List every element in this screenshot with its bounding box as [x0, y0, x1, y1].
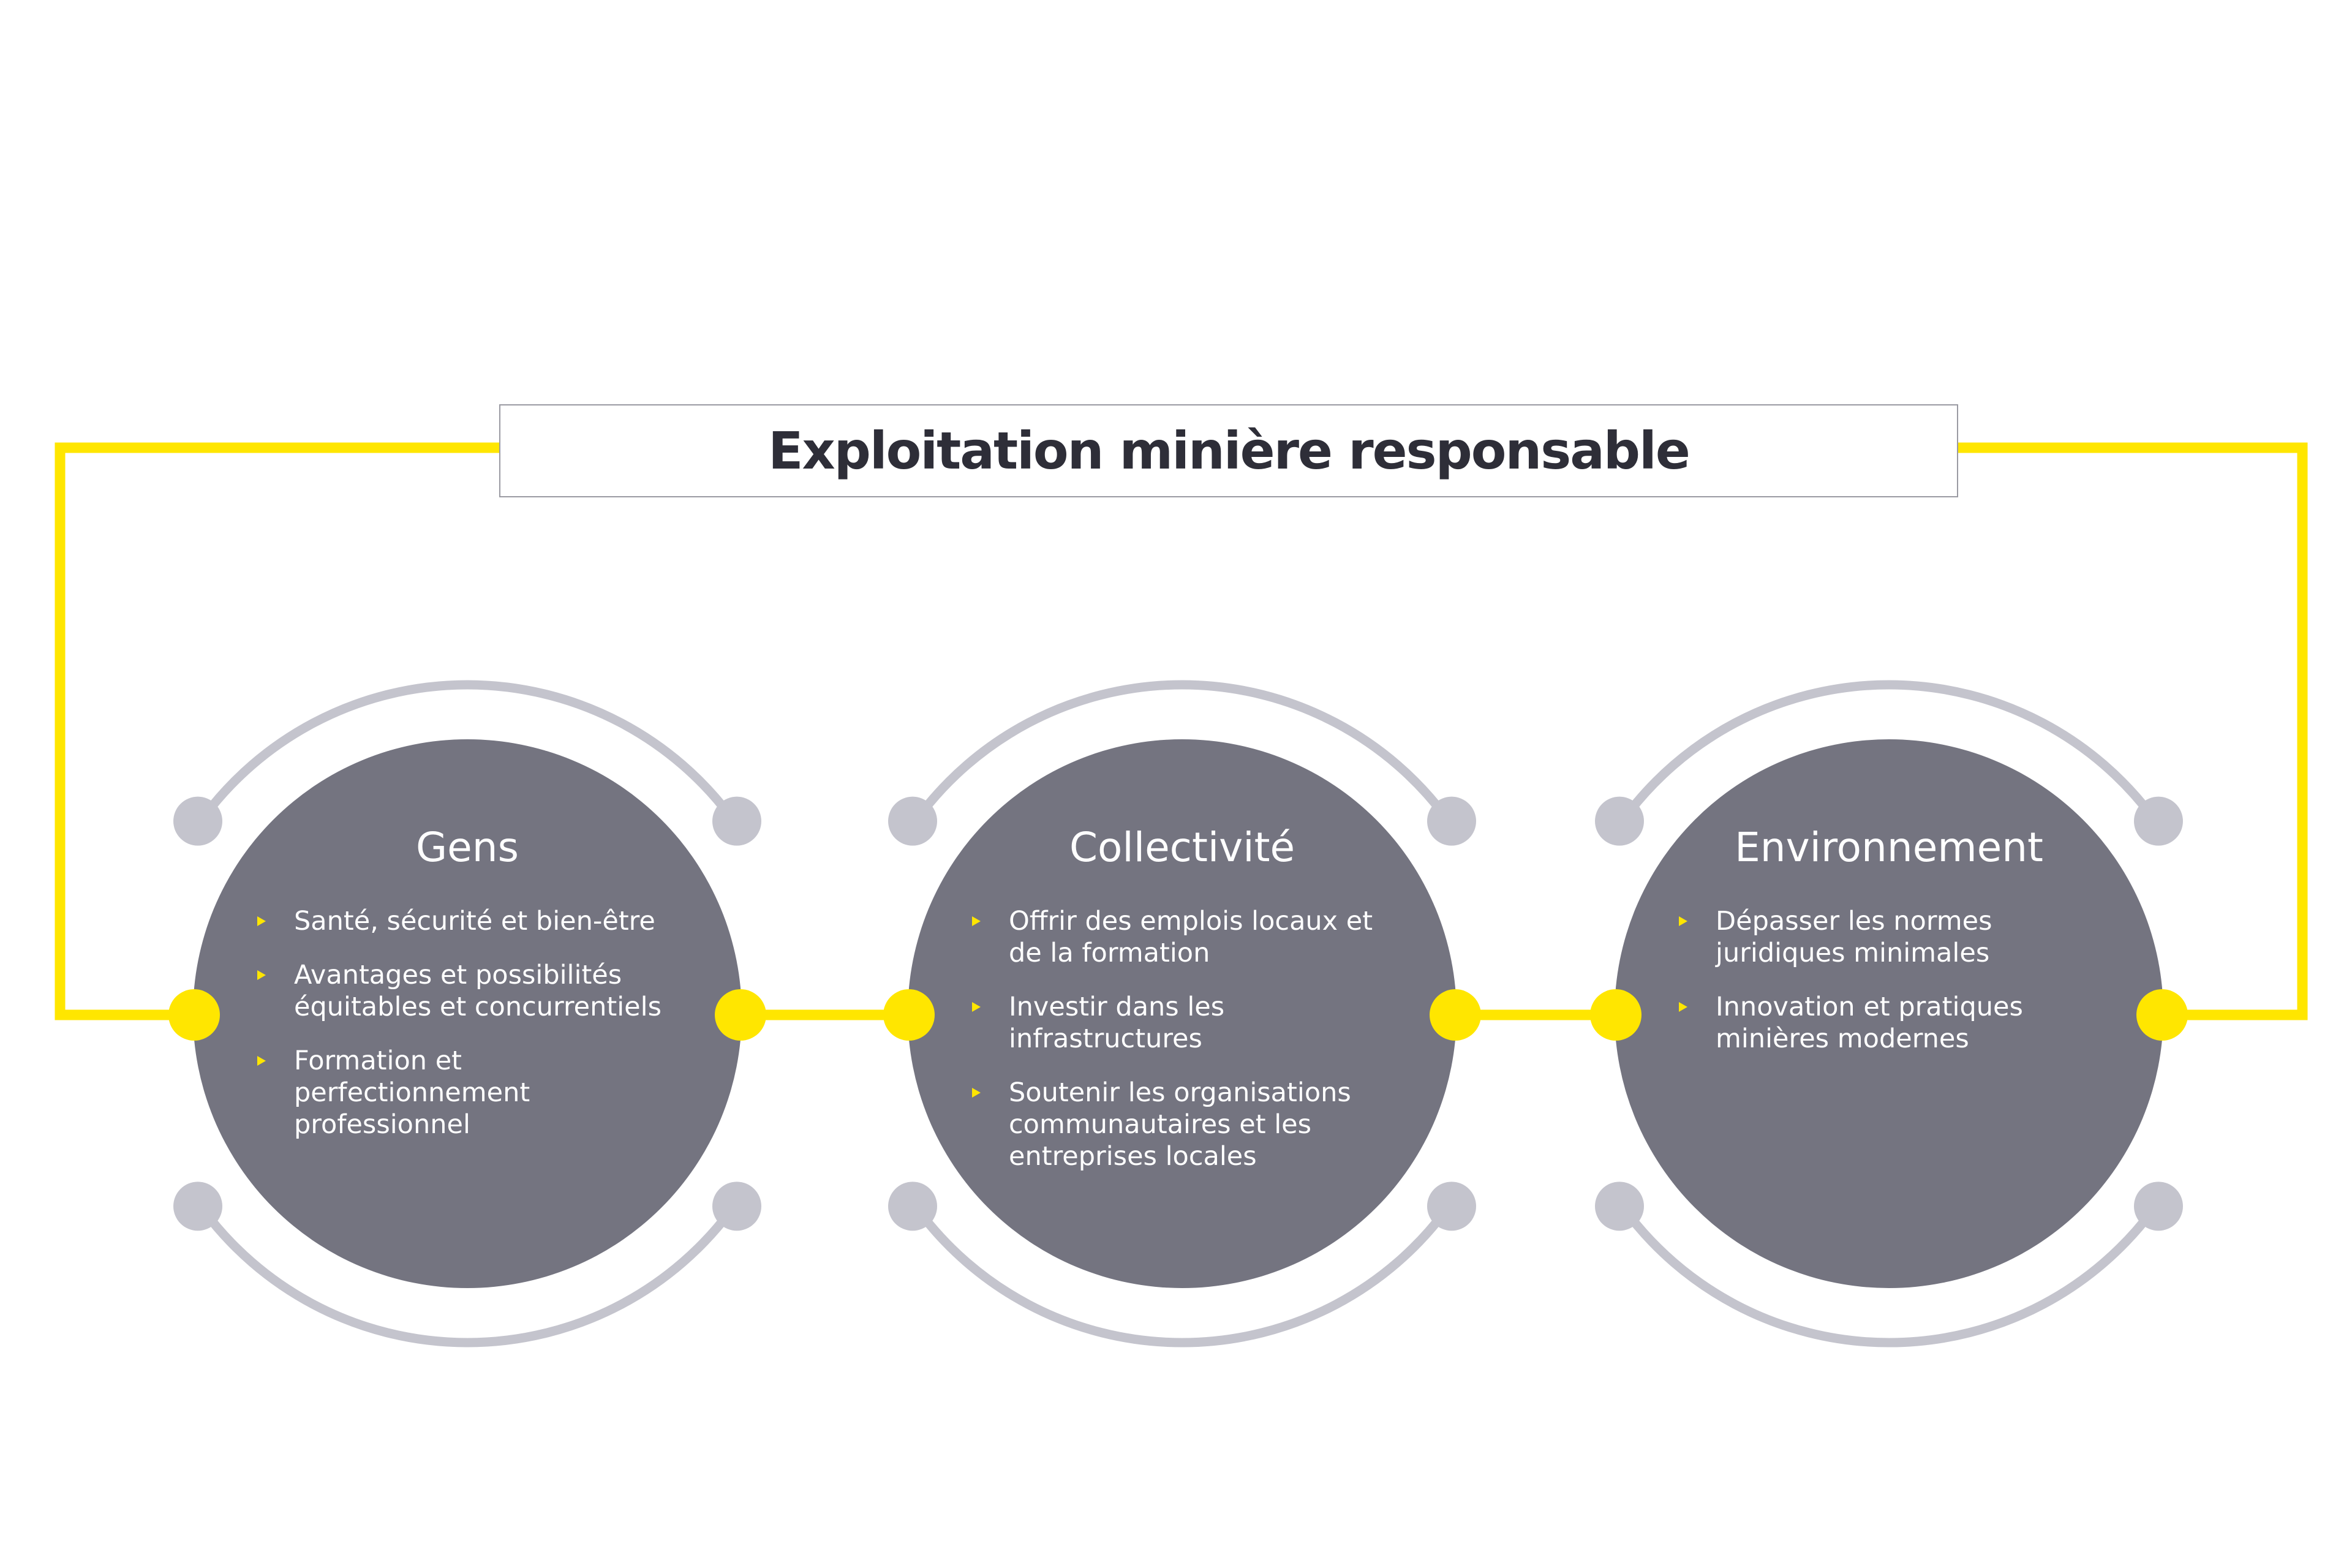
bullet-triangle-icon — [972, 1088, 981, 1098]
pillar-circle-gens — [193, 739, 742, 1288]
top-arc — [202, 680, 733, 818]
bullet-triangle-icon — [257, 970, 266, 980]
arc-end-dot — [1595, 796, 1645, 846]
connector-node-dot — [1430, 989, 1481, 1041]
bullet-triangle-icon — [1679, 1002, 1687, 1012]
arc-end-dot — [1427, 1182, 1476, 1231]
bullet-triangle-icon — [257, 916, 266, 926]
bullet-triangle-icon — [257, 1056, 266, 1066]
arc-end-dot — [2133, 796, 2183, 846]
bullet-triangle-icon — [972, 916, 981, 926]
bullet-triangle-icon — [1679, 916, 1687, 926]
arc-end-dot — [173, 796, 223, 846]
arc-end-dot — [1427, 796, 1476, 846]
connector-node-dot — [2136, 989, 2188, 1041]
title-box: Exploitation minière responsable — [499, 404, 1958, 497]
pillar-title-collectivite: Collectivité — [1069, 824, 1295, 871]
pillar-circle-environnement — [1615, 739, 2163, 1288]
pillar-title-environnement: Environnement — [1735, 824, 2043, 871]
connector-node-dot — [883, 989, 935, 1041]
list-item: Investir dans les infrastructures — [972, 991, 1242, 1055]
page-title: Exploitation minière responsable — [768, 421, 1691, 481]
connector-right — [1957, 442, 2308, 1020]
bottom-arc — [202, 1209, 733, 1348]
connector-node-dot — [715, 989, 766, 1041]
pillar-list-gens: Santé, sécurité et bien-être Avantages e… — [257, 905, 666, 1163]
connector-node-dot — [168, 989, 220, 1041]
arc-end-dot — [173, 1182, 223, 1231]
top-arc — [1623, 680, 2155, 818]
pillar-circle-collectivite — [908, 739, 1457, 1288]
list-item: Innovation et pratiques minières moderne… — [1679, 991, 2059, 1055]
connector-left — [55, 442, 499, 1020]
pillar-list-environnement: Dépasser les normes juridiques minimales… — [1679, 905, 2088, 1077]
bottom-arc — [1623, 1209, 2155, 1348]
arc-end-dot — [1595, 1182, 1645, 1231]
top-arc — [916, 680, 1448, 818]
arc-end-dot — [888, 1182, 938, 1231]
bottom-arc — [916, 1209, 1448, 1348]
list-item: Soutenir les organisations communautaire… — [972, 1077, 1376, 1172]
bullet-triangle-icon — [972, 1002, 981, 1012]
arc-end-dot — [712, 796, 761, 846]
list-item: Santé, sécurité et bien-être — [257, 905, 666, 937]
connector-node-dot — [1590, 989, 1642, 1041]
list-item: Formation et perfectionnement profession… — [257, 1045, 551, 1140]
list-item: Offrir des emplois locaux et de la forma… — [972, 905, 1381, 969]
pillar-list-collectivite: Offrir des emplois locaux et de la forma… — [972, 905, 1381, 1194]
pillar-title-gens: Gens — [416, 824, 519, 871]
list-item: Avantages et possibilités équitables et … — [257, 959, 666, 1023]
arc-end-dot — [712, 1182, 761, 1231]
list-item: Dépasser les normes juridiques minimales — [1679, 905, 2034, 969]
arc-end-dot — [888, 796, 938, 846]
arc-end-dot — [2133, 1182, 2183, 1231]
